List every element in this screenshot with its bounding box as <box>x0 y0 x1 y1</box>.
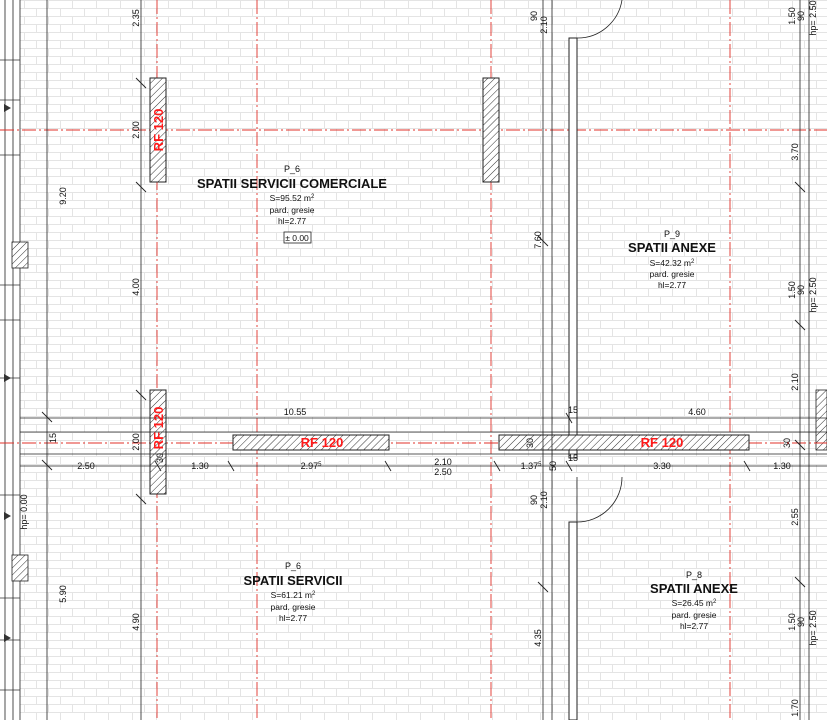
dimension-label: 5.90 <box>58 585 68 603</box>
room-floor: pard. gresie <box>271 602 316 612</box>
hatched-walls <box>149 77 750 495</box>
room-area: S=95.52 m2 <box>270 193 315 203</box>
room-code: P_8 <box>686 570 702 580</box>
room-floor: pard. gresie <box>672 610 717 620</box>
dimension-label: 7.60 <box>533 231 543 249</box>
dimension-label: 4.35 <box>533 629 543 647</box>
dimension-label: 4.00 <box>131 278 141 296</box>
dimension-label: 10.55 <box>284 407 307 417</box>
door-swing-upper <box>576 0 623 39</box>
level-marker: ± 0.00 <box>285 233 309 243</box>
room-code: P_6 <box>284 164 300 174</box>
column-upper-right <box>482 77 500 183</box>
room-height: hl=2.77 <box>658 280 686 290</box>
room-code: P_6 <box>285 561 301 571</box>
partition-walls <box>568 0 623 720</box>
fire-rating-labels: RF 120 RF 120 RF 120 RF 120 <box>151 109 683 450</box>
column-upper-left <box>149 77 167 183</box>
dimension-label: 15 <box>568 405 578 415</box>
dimension-label: 30 <box>782 438 792 448</box>
room-upper-left: P_6 SPATII SERVICII COMERCIALE S=95.52 m… <box>197 164 387 244</box>
room-height: hl=2.77 <box>279 613 307 623</box>
room-name: SPATII SERVICII COMERCIALE <box>197 176 387 191</box>
dimension-label: 3.30 <box>653 461 671 471</box>
dimension-label: 2.10 <box>539 491 549 509</box>
dimension-label: 50 <box>548 461 558 471</box>
dimension-label: 90 <box>796 617 806 627</box>
room-floor: pard. gresie <box>270 205 315 215</box>
room-area: S=61.21 m2 <box>271 590 316 600</box>
vertical-dimensions: 2.35 2.00 9.20 4.00 15 2.00 30 hp= 0.00 … <box>19 0 818 716</box>
dimension-label: 90 <box>529 495 539 505</box>
room-lower-right: P_8 SPATII ANEXE S=26.45 m2 pard. gresie… <box>650 570 738 631</box>
room-floor: pard. gresie <box>650 269 695 279</box>
dimension-label: 2.55 <box>790 508 800 526</box>
room-code: P_9 <box>664 229 680 239</box>
door-swing-lower <box>576 476 623 523</box>
fire-rating-label: RF 120 <box>151 109 166 152</box>
dimension-label: 90 <box>796 285 806 295</box>
dimension-label: hp= 0.00 <box>19 494 29 529</box>
room-name: SPATII SERVICII <box>244 573 343 588</box>
dimension-label: 90 <box>796 11 806 21</box>
wall-segment-center <box>232 434 390 451</box>
fire-rating-label: RF 120 <box>641 435 684 450</box>
fire-rating-label: RF 120 <box>151 407 166 450</box>
room-height: hl=2.77 <box>680 621 708 631</box>
column-mid-left <box>149 389 167 495</box>
dimension-label: hp= 2.50 <box>808 0 818 35</box>
dimension-label: 30 <box>155 453 165 463</box>
room-upper-right: P_9 SPATII ANEXE S=42.32 m2 pard. gresie… <box>628 229 716 290</box>
dimension-label: 2.00 <box>131 433 141 451</box>
dimension-label: 90 <box>529 11 539 21</box>
dimension-label: 4.60 <box>688 407 706 417</box>
wall-segment-right <box>498 434 750 451</box>
dimension-label: hp= 2.50 <box>808 610 818 645</box>
dimension-label: 15 <box>568 453 578 463</box>
dimension-label: 2.975 <box>301 461 323 471</box>
dimension-label: 1.30 <box>773 461 791 471</box>
horizontal-dimensions: 10.55 4.60 15 2.50 1.30 2.975 2.10 2.50 … <box>77 405 791 477</box>
left-exterior-wall <box>0 0 29 720</box>
room-area: S=26.45 m2 <box>672 598 717 608</box>
dimension-lines <box>41 0 810 720</box>
room-lower-left: P_6 SPATII SERVICII S=61.21 m2 pard. gre… <box>244 561 343 623</box>
dimension-label: 2.50 <box>434 467 452 477</box>
dimension-label: 1.50 <box>787 281 797 299</box>
dimension-label: 2.10 <box>539 16 549 34</box>
room-name: SPATII ANEXE <box>650 581 738 596</box>
dimension-label: 4.90 <box>131 613 141 631</box>
dimension-label: 3.70 <box>790 143 800 161</box>
dimension-label: 2.10 <box>434 457 452 467</box>
dimension-label: 2.00 <box>131 121 141 139</box>
dimension-label: 2.50 <box>77 461 95 471</box>
dimension-label: 9.20 <box>58 187 68 205</box>
dimension-label: 1.50 <box>787 7 797 25</box>
dimension-label: 15 <box>48 433 58 443</box>
dimension-label: 1.375 <box>521 461 543 471</box>
room-area: S=42.32 m2 <box>650 258 695 268</box>
dimension-label: 1.70 <box>790 699 800 717</box>
dimension-label: 2.10 <box>790 373 800 391</box>
corridor-lines <box>20 417 827 467</box>
dimension-label: 1.30 <box>191 461 209 471</box>
dimension-label: 1.50 <box>787 613 797 631</box>
right-wall-fragment <box>815 389 827 451</box>
dimension-label: 30 <box>525 438 535 448</box>
room-height: hl=2.77 <box>278 216 306 226</box>
fire-rating-label: RF 120 <box>301 435 344 450</box>
dimension-label: 2.35 <box>131 9 141 27</box>
room-name: SPATII ANEXE <box>628 240 716 255</box>
dimension-label: hp= 2.50 <box>808 277 818 312</box>
